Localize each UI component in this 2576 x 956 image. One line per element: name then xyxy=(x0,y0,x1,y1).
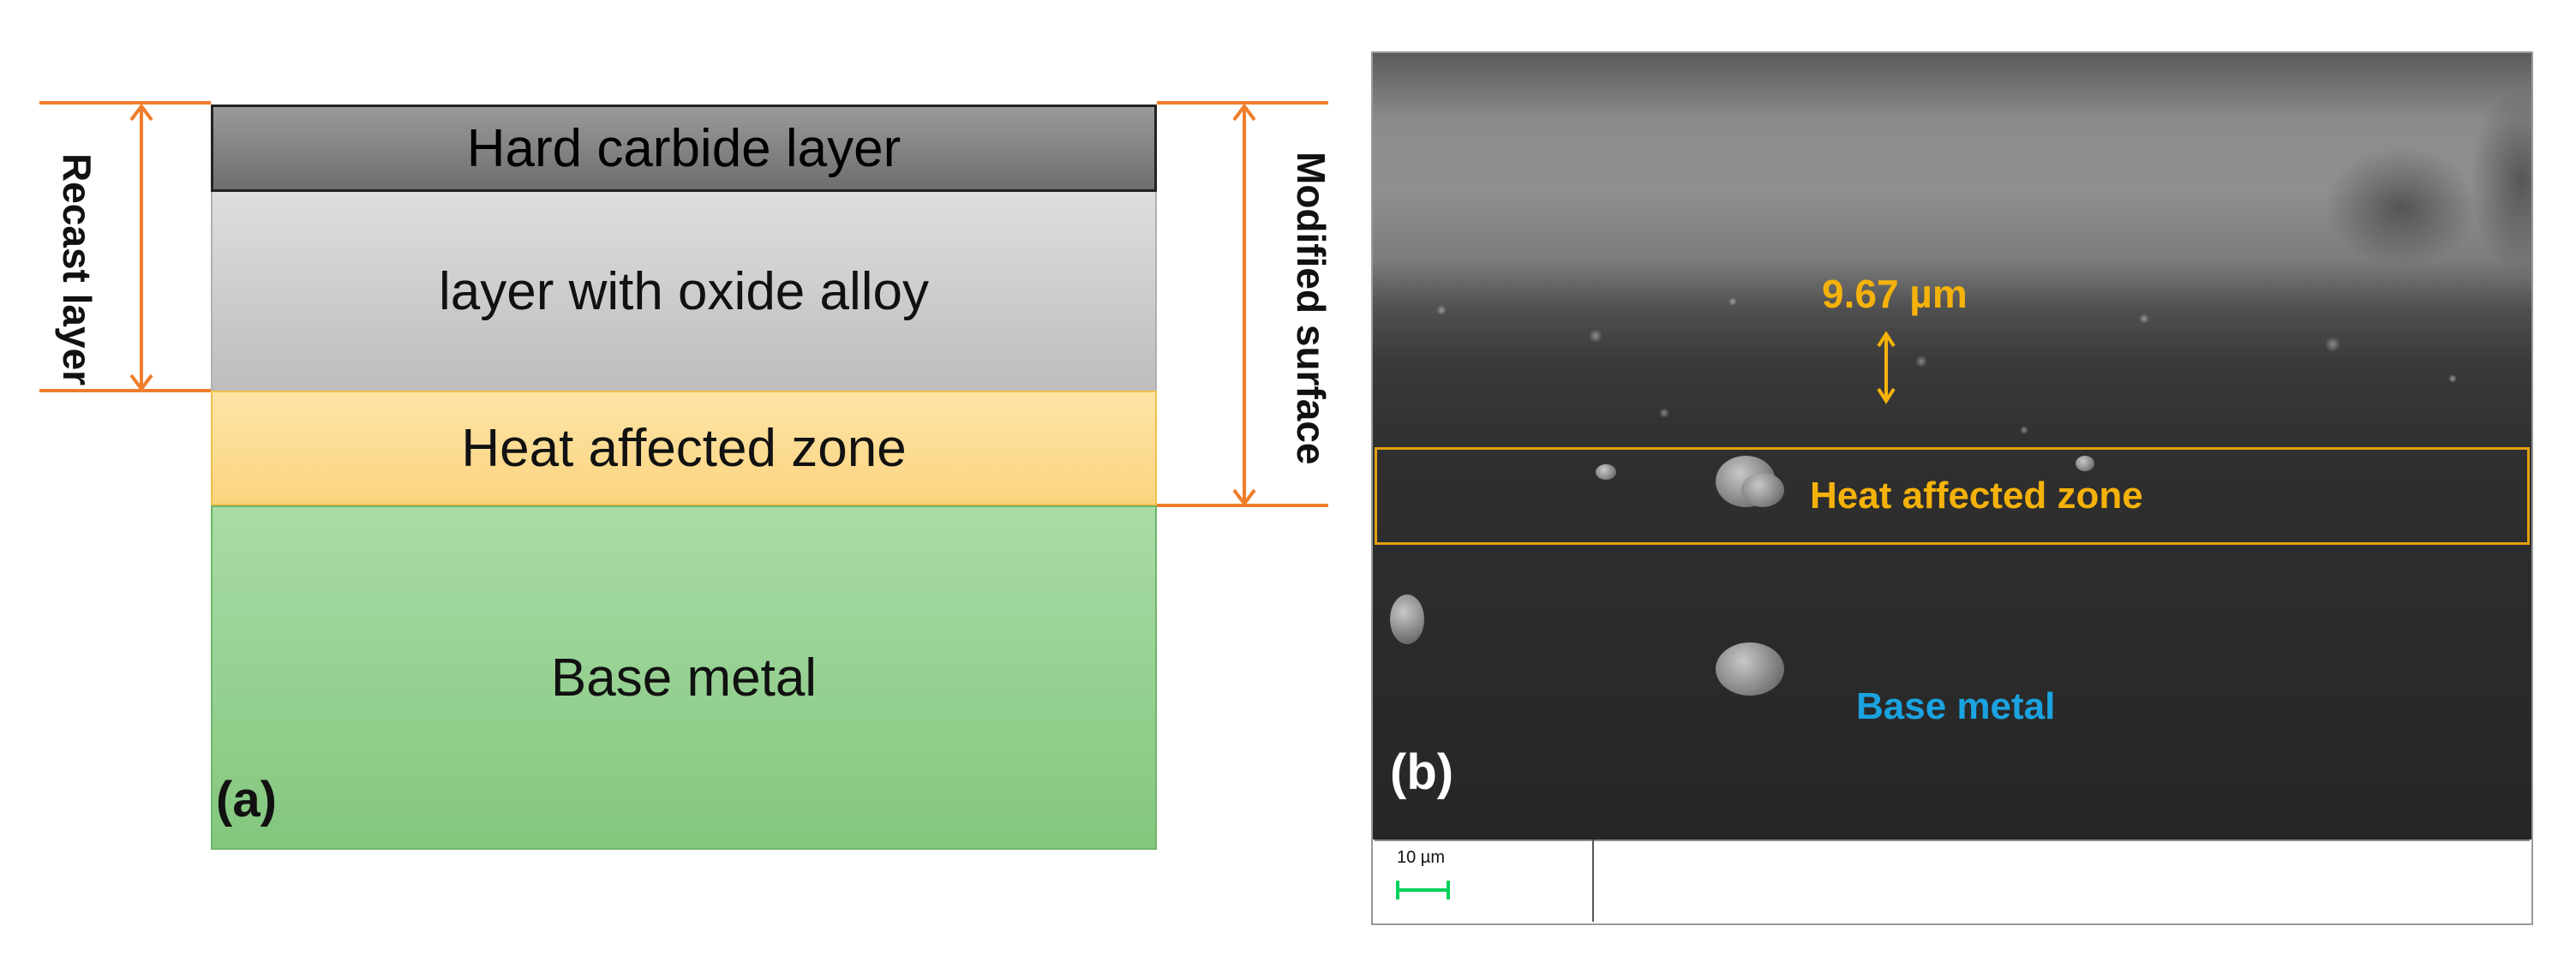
modified-top-line xyxy=(1157,101,1328,105)
base-metal-layer: Base metal xyxy=(211,505,1157,850)
sem-base-metal-label: Base metal xyxy=(1856,685,2056,727)
sem-heat-affected-zone-label: Heat affected zone xyxy=(1810,475,2143,517)
modified-arrow-icon xyxy=(1232,103,1256,507)
recast-bottom-line xyxy=(39,389,211,392)
thickness-arrow-icon xyxy=(1877,331,1896,404)
oxide-alloy-label: layer with oxide alloy xyxy=(438,261,930,321)
scale-bar-icon xyxy=(1396,881,1450,899)
particle xyxy=(2076,456,2094,471)
base-metal-label: Base metal xyxy=(550,648,818,708)
heat-affected-zone-layer: Heat affected zone xyxy=(211,391,1157,505)
scale-bar-strip xyxy=(1375,839,2530,923)
heat-affected-zone-box xyxy=(1375,447,2530,545)
thickness-label: 9.67 µm xyxy=(1822,272,1968,316)
scale-bar-box: 10 µm xyxy=(1375,839,1594,922)
particle xyxy=(1596,464,1616,480)
particle xyxy=(1390,595,1424,644)
hard-carbide-layer: Hard carbide layer xyxy=(211,105,1157,192)
recast-arrow-icon xyxy=(129,103,153,392)
panel-a-label: (a) xyxy=(216,772,277,828)
particle xyxy=(1741,473,1784,507)
particle xyxy=(1716,642,1784,696)
panel-b-label: (b) xyxy=(1390,744,1454,800)
oxide-alloy-layer: layer with oxide alloy xyxy=(211,192,1157,391)
hard-carbide-label: Hard carbide layer xyxy=(466,118,902,178)
recast-top-line xyxy=(39,101,211,105)
modified-surface-label: Modified surface xyxy=(1289,152,1333,465)
heat-affected-zone-label: Heat affected zone xyxy=(461,418,907,478)
recast-layer-label: Recast layer xyxy=(55,153,99,386)
modified-bottom-line xyxy=(1157,504,1328,507)
scale-bar-label: 10 µm xyxy=(1397,848,1445,867)
